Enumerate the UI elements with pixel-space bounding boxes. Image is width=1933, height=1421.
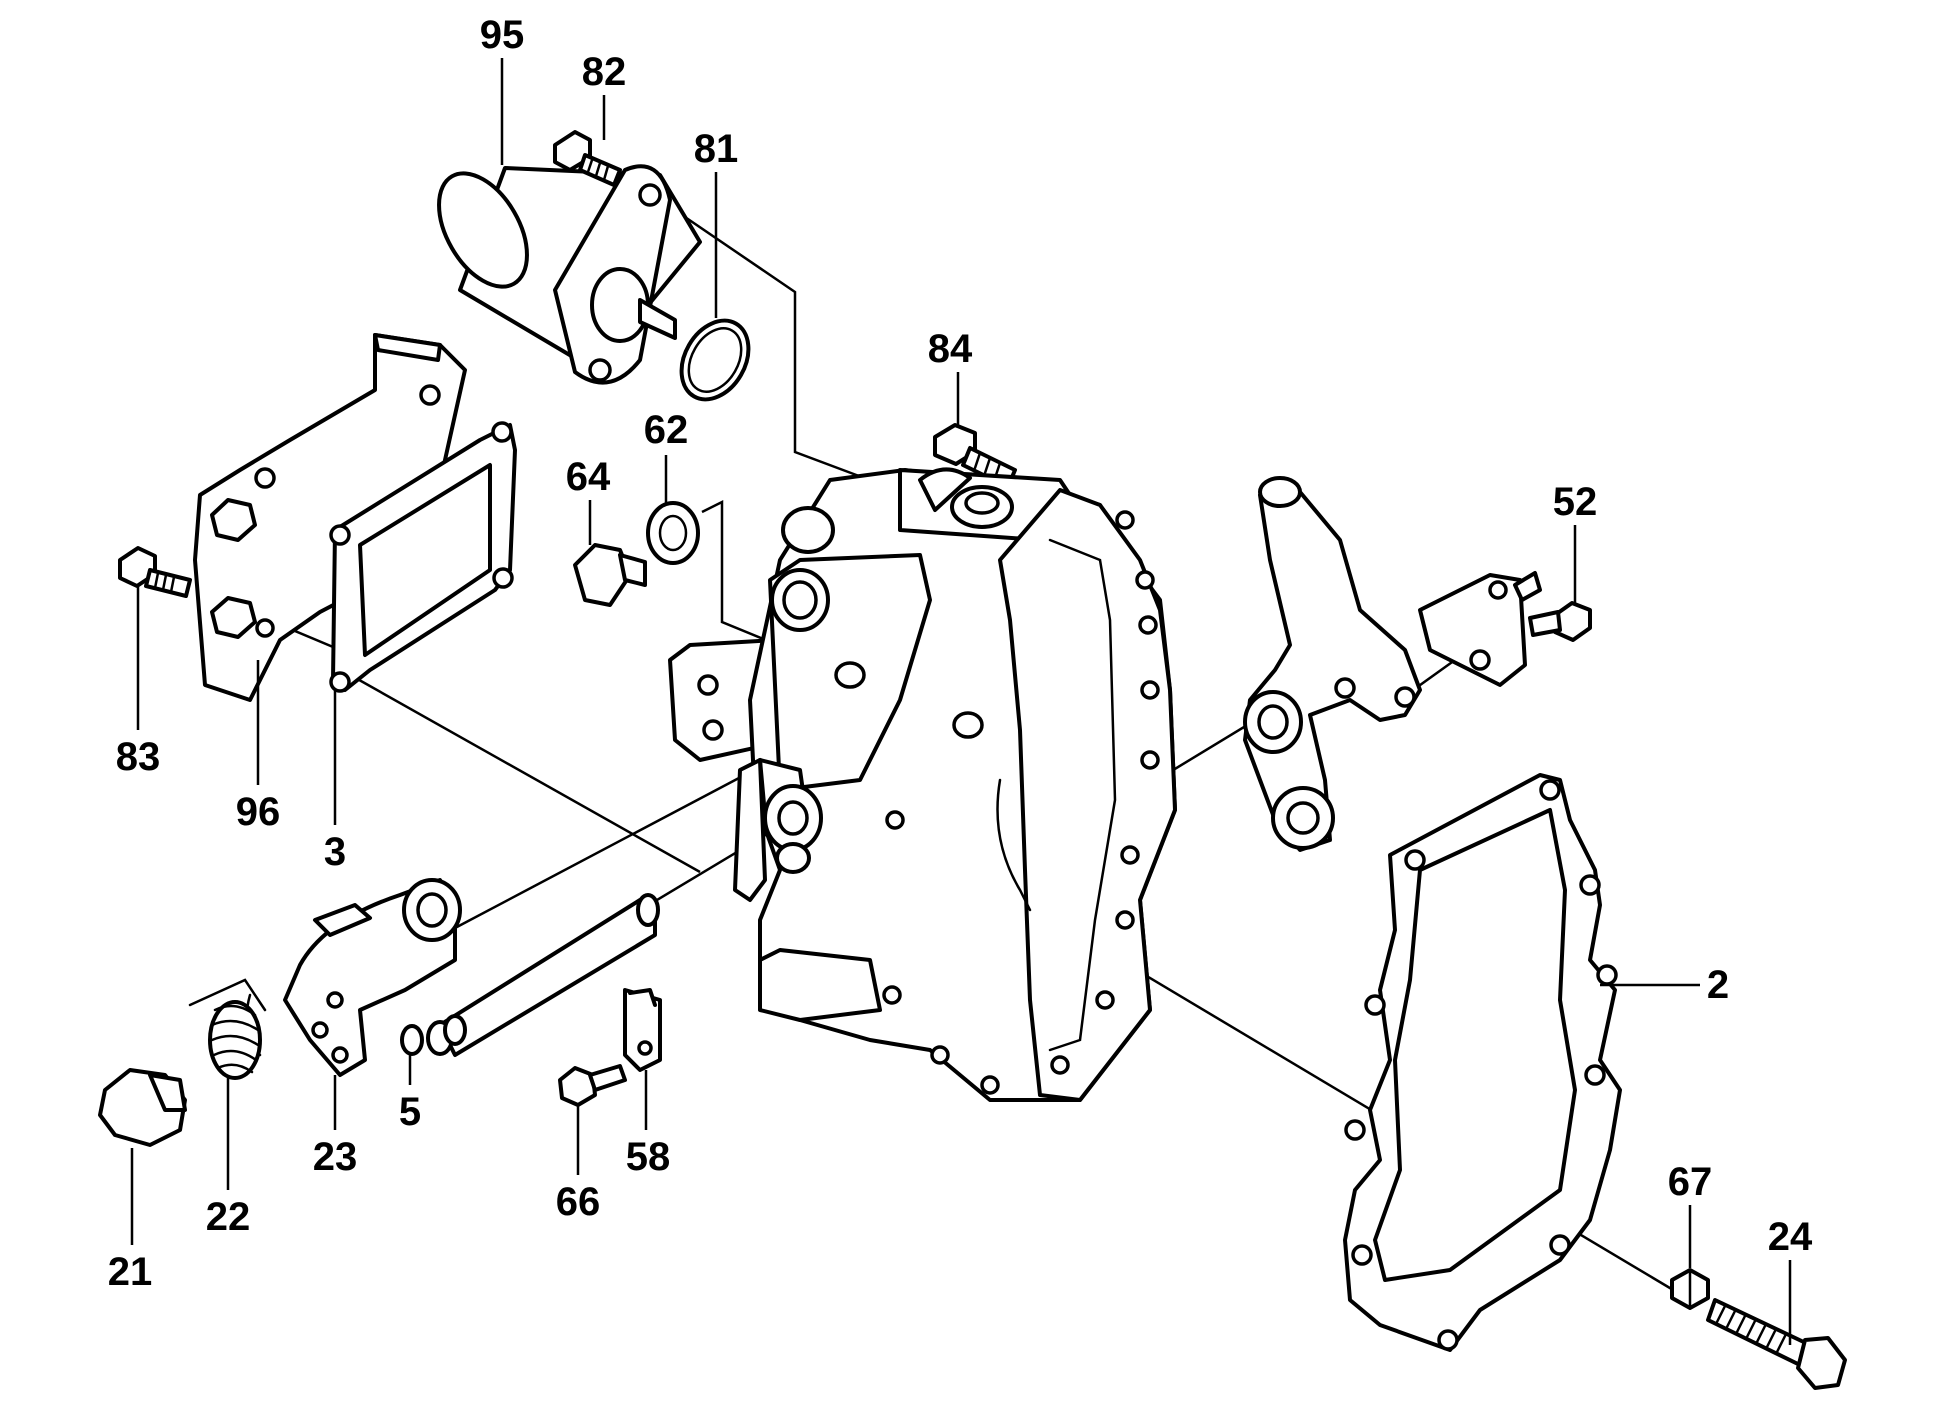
callout-83: 83 — [116, 735, 161, 779]
bolt-82 — [553, 130, 622, 187]
callout-95: 95 — [480, 13, 525, 57]
bolt-66 — [558, 1064, 627, 1107]
callout-leaders — [130, 58, 1792, 1345]
callout-64: 64 — [566, 455, 611, 499]
lever-bracket — [1243, 476, 1422, 852]
callout-21: 21 — [108, 1250, 153, 1294]
bolt-24 — [1706, 1298, 1847, 1390]
callout-67: 67 — [1668, 1160, 1713, 1204]
callout-58: 58 — [626, 1135, 671, 1179]
callout-66: 66 — [556, 1180, 601, 1224]
cover-plate-96 — [193, 333, 467, 702]
gasket-2 — [1343, 773, 1622, 1352]
callout-52: 52 — [1553, 480, 1598, 524]
governor-housing — [668, 467, 1177, 1102]
callout-labels: 95 82 81 84 62 64 52 83 96 3 2 5 23 66 5… — [108, 13, 1813, 1294]
callout-62: 62 — [644, 408, 689, 452]
nut-67 — [1670, 1268, 1710, 1310]
shaft — [426, 893, 660, 1057]
spring-22 — [188, 978, 267, 1080]
callout-24: 24 — [1768, 1215, 1813, 1259]
callout-3: 3 — [324, 830, 346, 874]
callout-82: 82 — [582, 50, 627, 94]
plug-21 — [98, 1068, 187, 1147]
gasket-3 — [329, 421, 517, 693]
washer-62 — [646, 501, 700, 565]
bolt-83 — [118, 546, 192, 598]
bracket-plate — [1418, 571, 1542, 687]
ring-5 — [400, 1024, 424, 1056]
callout-5: 5 — [399, 1090, 421, 1134]
o-ring-81 — [679, 318, 751, 402]
callout-2: 2 — [1707, 963, 1729, 1007]
lever-23 — [283, 878, 462, 1077]
callout-22: 22 — [206, 1195, 251, 1239]
callout-84: 84 — [928, 327, 973, 371]
callout-96: 96 — [236, 790, 281, 834]
solenoid-95 — [437, 164, 702, 385]
plug-64 — [573, 543, 647, 607]
callout-23: 23 — [313, 1135, 358, 1179]
clip-58 — [623, 988, 662, 1072]
callout-81: 81 — [694, 127, 739, 171]
bolt-52 — [1528, 601, 1592, 642]
